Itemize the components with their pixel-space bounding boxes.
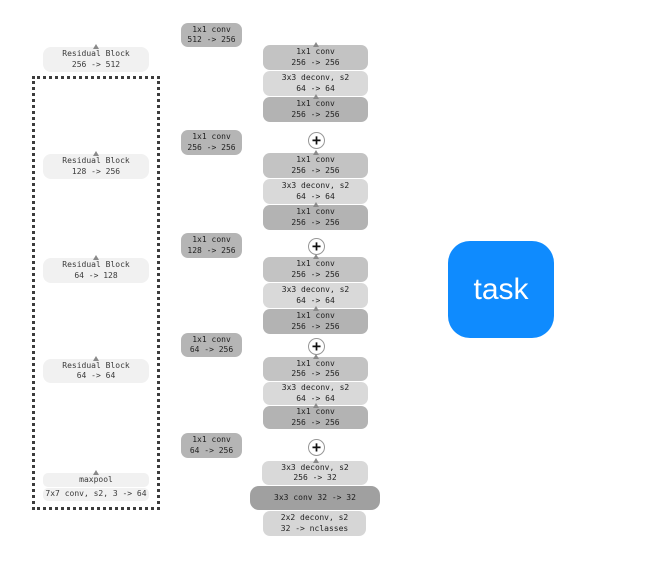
node-label: Residual Block [62, 156, 130, 165]
node-label: 1x1 conv [192, 132, 231, 141]
node-sublabel: 256 -> 256 [291, 109, 340, 119]
node-label: 1x1 conv [192, 334, 231, 344]
decoder-g4-deconv: 3x3 deconv, s2 64 -> 64 [263, 382, 368, 405]
encoder-residual-block-2: Residual Block 128 -> 256 [43, 154, 149, 179]
node-sublabel: 256 -> 256 [291, 321, 340, 331]
encoder-residual-block-4: Residual Block 64 -> 64 [43, 359, 149, 383]
node-sublabel: 64 -> 64 [76, 371, 116, 380]
node-sublabel: 512 -> 256 [187, 35, 236, 44]
head-deconv-2: 2x2 deconv, s2 32 -> nclasses [263, 511, 366, 536]
node-sublabel: 128 -> 256 [71, 166, 121, 176]
node-label: maxpool [79, 474, 113, 484]
decoder-g3-deconv: 3x3 deconv, s2 64 -> 64 [263, 283, 368, 308]
arrowhead-icon [313, 150, 319, 155]
arrowhead-icon [313, 94, 319, 99]
task-label: task [473, 272, 529, 306]
node-label: Residual Block [62, 260, 130, 269]
node-sublabel: 256 -> 256 [291, 269, 340, 279]
arrowhead-icon [93, 44, 99, 49]
node-sublabel: 256 -> 256 [291, 217, 340, 227]
node-label: 1x1 conv [192, 435, 231, 444]
decoder-g1-conv1: 1x1 conv 256 -> 256 [263, 45, 368, 70]
node-label: 7x7 conv, s2, 3 -> 64 [45, 489, 147, 499]
add-icon: + [308, 132, 325, 149]
node-sublabel: 32 -> nclasses [280, 523, 349, 533]
add-icon: + [308, 238, 325, 255]
node-sublabel: 256 -> 256 [291, 165, 340, 175]
arrowhead-icon [313, 458, 319, 463]
decoder-g3-conv1: 1x1 conv 256 -> 256 [263, 257, 368, 282]
node-sublabel: 64 -> 128 [74, 270, 118, 280]
node-label: 1x1 conv [296, 311, 335, 320]
node-sublabel: 256 -> 32 [293, 473, 337, 482]
add-icon: + [308, 439, 325, 456]
lateral-conv-1: 1x1 conv 512 -> 256 [181, 23, 242, 47]
decoder-g1-deconv: 3x3 deconv, s2 64 -> 64 [263, 71, 368, 96]
node-label: 3x3 deconv, s2 [281, 73, 350, 82]
node-sublabel: 64 -> 64 [296, 191, 335, 201]
node-sublabel: 128 -> 256 [187, 245, 236, 255]
arrowhead-icon [313, 42, 319, 47]
decoder-g4-conv2: 1x1 conv 256 -> 256 [263, 406, 368, 429]
encoder-input-conv: 7x7 conv, s2, 3 -> 64 [43, 488, 149, 501]
node-sublabel: 64 -> 256 [189, 345, 234, 354]
arrowhead-icon [313, 202, 319, 207]
lateral-conv-3: 1x1 conv 128 -> 256 [181, 233, 242, 258]
lateral-conv-4: 1x1 conv 64 -> 256 [181, 333, 242, 357]
encoder-dotted-container [32, 76, 160, 510]
arrowhead-icon [93, 470, 99, 475]
decoder-g2-conv1: 1x1 conv 256 -> 256 [263, 153, 368, 178]
arrowhead-icon [93, 255, 99, 260]
node-sublabel: 256 -> 256 [187, 142, 236, 152]
node-label: Residual Block [62, 360, 130, 370]
node-label: 1x1 conv [296, 47, 335, 56]
node-sublabel: 256 -> 256 [291, 417, 340, 427]
head-deconv-1: 3x3 deconv, s2 256 -> 32 [262, 461, 368, 485]
arrowhead-icon [313, 403, 319, 408]
decoder-g4-conv1: 1x1 conv 256 -> 256 [263, 357, 368, 381]
node-label: 1x1 conv [192, 235, 231, 244]
node-label: 1x1 conv [192, 24, 231, 34]
node-label: 1x1 conv [296, 358, 335, 368]
node-sublabel: 256 -> 512 [71, 59, 121, 69]
node-sublabel: 64 -> 64 [296, 295, 335, 305]
arrowhead-icon [313, 306, 319, 311]
node-sublabel: 64 -> 256 [189, 445, 234, 455]
node-label: 3x3 conv 32 -> 32 [274, 492, 356, 502]
arrowhead-icon [93, 356, 99, 361]
node-label: 3x3 deconv, s2 [281, 181, 350, 190]
decoder-g2-deconv: 3x3 deconv, s2 64 -> 64 [263, 179, 368, 204]
head-conv: 3x3 conv 32 -> 32 [250, 486, 380, 510]
node-label: 3x3 deconv, s2 [281, 383, 350, 392]
encoder-residual-block-1: Residual Block 256 -> 512 [43, 47, 149, 72]
arrowhead-icon [313, 354, 319, 359]
node-label: 1x1 conv [296, 207, 335, 216]
decoder-g1-conv2: 1x1 conv 256 -> 256 [263, 97, 368, 122]
add-icon: + [308, 338, 325, 355]
node-label: 1x1 conv [296, 259, 335, 268]
node-label: 2x2 deconv, s2 [280, 513, 349, 522]
arrowhead-icon [93, 151, 99, 156]
node-sublabel: 256 -> 256 [291, 369, 340, 378]
node-label: 3x3 deconv, s2 [281, 285, 350, 294]
lateral-conv-5: 1x1 conv 64 -> 256 [181, 433, 242, 458]
node-label: 1x1 conv [296, 99, 335, 108]
node-sublabel: 64 -> 64 [296, 393, 335, 403]
task-node: task [448, 241, 554, 338]
lateral-conv-2: 1x1 conv 256 -> 256 [181, 130, 242, 155]
node-label: 1x1 conv [296, 155, 335, 164]
node-label: 3x3 deconv, s2 [281, 462, 349, 472]
arrowhead-icon [313, 254, 319, 259]
node-sublabel: 256 -> 256 [291, 57, 340, 67]
node-sublabel: 64 -> 64 [296, 83, 335, 93]
node-label: 1x1 conv [296, 407, 335, 416]
decoder-g3-conv2: 1x1 conv 256 -> 256 [263, 309, 368, 334]
encoder-residual-block-3: Residual Block 64 -> 128 [43, 258, 149, 283]
node-label: Residual Block [62, 49, 130, 58]
decoder-g2-conv2: 1x1 conv 256 -> 256 [263, 205, 368, 230]
encoder-maxpool: maxpool [43, 473, 149, 487]
